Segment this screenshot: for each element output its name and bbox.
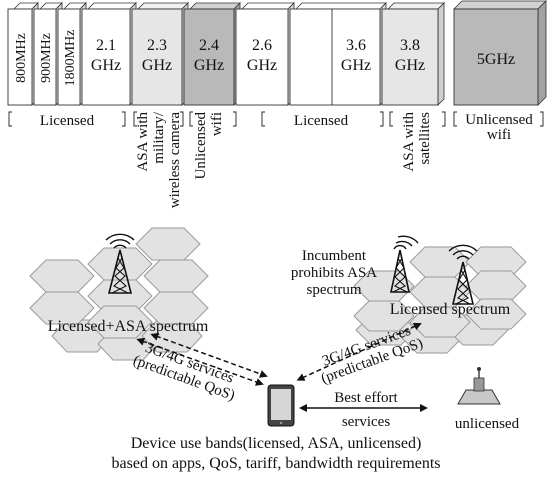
left-hex-cell: [135, 227, 201, 261]
unlicensed-wifi-right-line1: Unlicensed: [465, 112, 533, 128]
right-hex-cell: [409, 306, 471, 338]
caption-line2: based on apps, QoS, tariff, bandwidth re…: [112, 455, 441, 472]
band-2-1ghz-line1: 2.1: [96, 37, 116, 54]
unlicensed-wifi-right-line2: wifi: [487, 127, 511, 143]
band-3-6ghz-line2: GHz: [341, 57, 371, 74]
left-cluster-label: Licensed+ASA spectrum: [48, 318, 209, 335]
band-3-8ghz-line2: GHz: [395, 57, 425, 74]
right-dashed-arrow: [296, 322, 422, 381]
asa-satellites-label: ASA with satellites: [401, 112, 433, 172]
band-800mhz-front: [7, 8, 33, 106]
licensed-tower-icon: [448, 244, 478, 305]
svg-text:military/: military/: [151, 111, 167, 163]
left-tower-icon: [105, 233, 135, 294]
right-hex-cell: [465, 298, 527, 330]
svg-text:spectrum: spectrum: [307, 282, 362, 298]
right-hex-cluster: [353, 246, 527, 354]
unlicensed-wifi-vertical-label: Unlicensed wifi: [193, 112, 225, 180]
band-2-4ghz: 2.4 GHz: [183, 2, 241, 106]
band-800mhz: 800MHz: [7, 2, 39, 106]
band-5ghz: 5GHz: [453, 0, 547, 106]
band-3-8ghz: 3.8 GHz: [381, 2, 445, 106]
left-hex-cell: [143, 291, 209, 325]
band-2-4ghz-front: [183, 8, 235, 106]
svg-text:wifi: wifi: [209, 112, 225, 136]
band-2-6ghz: 2.6 GHz: [235, 2, 295, 106]
band-900mhz-front: [33, 8, 57, 106]
band-3-8ghz-front: [381, 8, 439, 106]
left-hex-cell: [143, 259, 209, 293]
left-hex-cluster: [29, 227, 209, 361]
svg-text:wireless camera: wireless camera: [167, 112, 183, 209]
band-2-3ghz: 2.3 GHz: [131, 2, 189, 106]
band-2-1ghz-front: [81, 8, 131, 106]
band-900mhz-label: 900MHz: [39, 33, 54, 83]
right-cluster-label: Licensed spectrum: [390, 301, 511, 318]
band-2-1ghz: 2.1 GHz: [81, 2, 137, 106]
best-effort-line1: Best effort: [334, 390, 398, 406]
band-2-4ghz-line1: 2.4: [199, 37, 219, 54]
band-2-4ghz-line2: GHz: [194, 57, 224, 74]
band-2-3ghz-front: [131, 8, 183, 106]
frequency-band-strip: 800MHz 900MHz 1800MHz 2.1 GHz: [7, 0, 547, 106]
asa-military-label: ASA with military/ wireless camera: [135, 111, 183, 208]
left-hex-cell: [29, 259, 95, 293]
band-2-3ghz-line1: 2.3: [147, 37, 167, 54]
band-3-6ghz-front: [289, 8, 381, 106]
left-hex-cell: [87, 305, 153, 339]
band-2-1ghz-line2: GHz: [91, 57, 121, 74]
licensed-left-label: Licensed: [40, 113, 95, 129]
caption-line1: Device use bands(licensed, ASA, unlicens…: [131, 435, 422, 452]
phone-icon: [267, 384, 295, 427]
best-effort-line2: services: [342, 414, 390, 430]
incumbent-tower-icon: [390, 235, 419, 293]
svg-text:ASA with: ASA with: [401, 112, 417, 172]
band-1800mhz-front: [57, 8, 81, 106]
right-hex-cell: [465, 270, 527, 302]
band-2-6ghz-front: [235, 8, 289, 106]
svg-text:ASA with: ASA with: [135, 112, 151, 172]
unlicensed-label: unlicensed: [455, 416, 520, 432]
band-2-3ghz-line2: GHz: [142, 57, 172, 74]
wifi-access-point-icon: [457, 367, 501, 405]
left-hex-cell: [29, 291, 95, 325]
svg-text:prohibits ASA: prohibits ASA: [291, 265, 377, 281]
incumbent-label: Incumbent prohibits ASA spectrum: [291, 248, 377, 298]
band-3-6ghz-line1: 3.6: [346, 37, 366, 54]
licensed-mid-label: Licensed: [294, 113, 349, 129]
band-2-6ghz-line2: GHz: [247, 57, 277, 74]
band-1800mhz-label: 1800MHz: [63, 30, 78, 87]
band-2-6ghz-line1: 2.6: [252, 37, 272, 54]
band-3-8ghz-line1: 3.8: [400, 37, 420, 54]
svg-text:Unlicensed: Unlicensed: [193, 112, 209, 180]
band-category-labels: [8, 111, 544, 127]
band-5ghz-front: [453, 8, 539, 106]
svg-text:Incumbent: Incumbent: [302, 248, 367, 264]
svg-text:satellites: satellites: [417, 112, 433, 165]
band-5ghz-label: 5GHz: [477, 51, 515, 68]
band-800mhz-label: 800MHz: [14, 33, 29, 83]
left-dashed-arrows: [136, 332, 268, 386]
band-3-6ghz: 3.6 GHz: [289, 2, 387, 106]
